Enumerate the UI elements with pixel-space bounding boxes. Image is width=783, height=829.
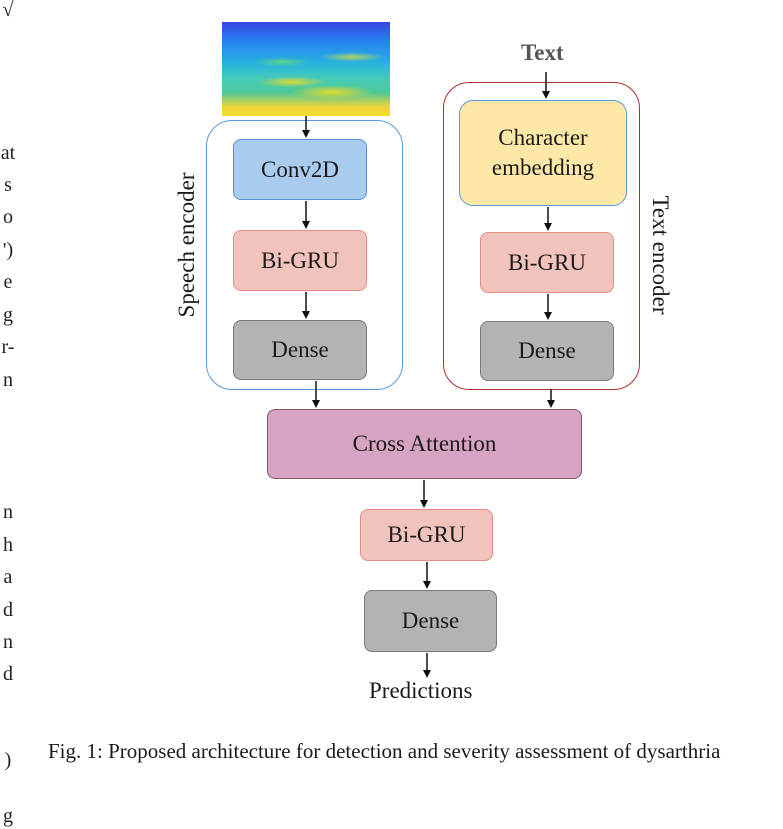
text-dense-block: Dense: [480, 321, 614, 381]
margin-fragment: n: [3, 501, 13, 523]
spectrogram-image: [222, 22, 390, 116]
margin-fragment: ): [4, 749, 12, 771]
margin-fragment: g: [3, 805, 13, 827]
text-input-label: Text: [521, 40, 564, 65]
margin-fragment: d: [3, 599, 13, 621]
margin-fragment: '): [2, 239, 14, 261]
margin-fragment: a: [3, 566, 13, 588]
cross-attention-block: Cross Attention: [267, 409, 582, 479]
speech-bigru-block: Bi-GRU: [233, 230, 367, 291]
figure-caption: Fig. 1: Proposed architecture for detect…: [48, 739, 721, 763]
head-bigru-block: Bi-GRU: [360, 509, 493, 561]
head-dense-block: Dense: [364, 590, 497, 652]
speech-dense-block: Dense: [233, 320, 367, 380]
speech-encoder-group: [206, 120, 403, 390]
text-encoder-group: [443, 82, 640, 390]
conv2d-block: Conv2D: [233, 139, 367, 200]
margin-fragment: s: [4, 174, 12, 196]
margin-fragment: at: [0, 142, 16, 164]
margin-fragment: n: [3, 631, 13, 653]
character-embedding-block: Character embedding: [459, 100, 627, 206]
margin-fragment: o: [3, 206, 13, 228]
margin-fragment: e: [3, 271, 13, 293]
margin-fragment: g: [3, 304, 13, 326]
margin-fragment: √: [2, 0, 14, 21]
margin-fragment: h: [3, 534, 13, 556]
margin-fragment: d: [3, 663, 13, 685]
text-bigru-block: Bi-GRU: [480, 232, 614, 293]
margin-fragment: n: [3, 369, 13, 391]
predictions-label: Predictions: [369, 678, 473, 703]
margin-fragment: r-: [1, 336, 15, 358]
